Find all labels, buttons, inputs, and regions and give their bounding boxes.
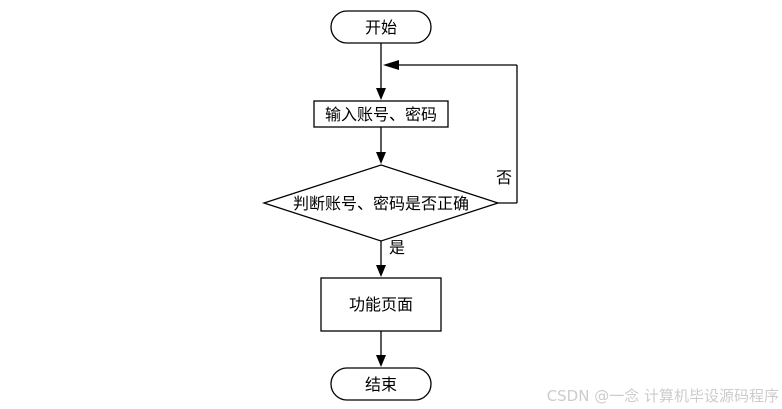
decision-node-shape xyxy=(261,164,501,242)
input-node-label: 输入账号、密码 xyxy=(325,105,437,124)
end-node-label: 结束 xyxy=(365,375,397,394)
decision-node-label: 判断账号、密码是否正确 xyxy=(293,194,469,213)
no-branch-label: 否 xyxy=(496,168,512,187)
arrowhead-into-function xyxy=(376,265,386,277)
yes-branch-label: 是 xyxy=(389,238,405,257)
arrowhead-loop-junction xyxy=(383,60,399,70)
end-node: 结束 xyxy=(330,367,432,401)
function-page-node-label: 功能页面 xyxy=(349,295,413,314)
start-node: 开始 xyxy=(330,10,432,44)
input-node: 输入账号、密码 xyxy=(313,100,449,128)
function-page-node: 功能页面 xyxy=(320,277,442,332)
input-node-shape xyxy=(313,100,449,128)
decision-node: 判断账号、密码是否正确 xyxy=(261,164,501,242)
arrowhead-into-input xyxy=(376,88,386,100)
arrowhead-into-end xyxy=(376,355,386,367)
arrowhead-into-decision xyxy=(376,152,386,164)
function-page-node-shape xyxy=(320,277,442,332)
start-node-label: 开始 xyxy=(365,18,397,37)
csdn-watermark: CSDN @一念 计算机毕设源码程序 xyxy=(547,387,779,405)
start-node-shape xyxy=(330,10,432,44)
end-node-shape xyxy=(330,367,432,401)
